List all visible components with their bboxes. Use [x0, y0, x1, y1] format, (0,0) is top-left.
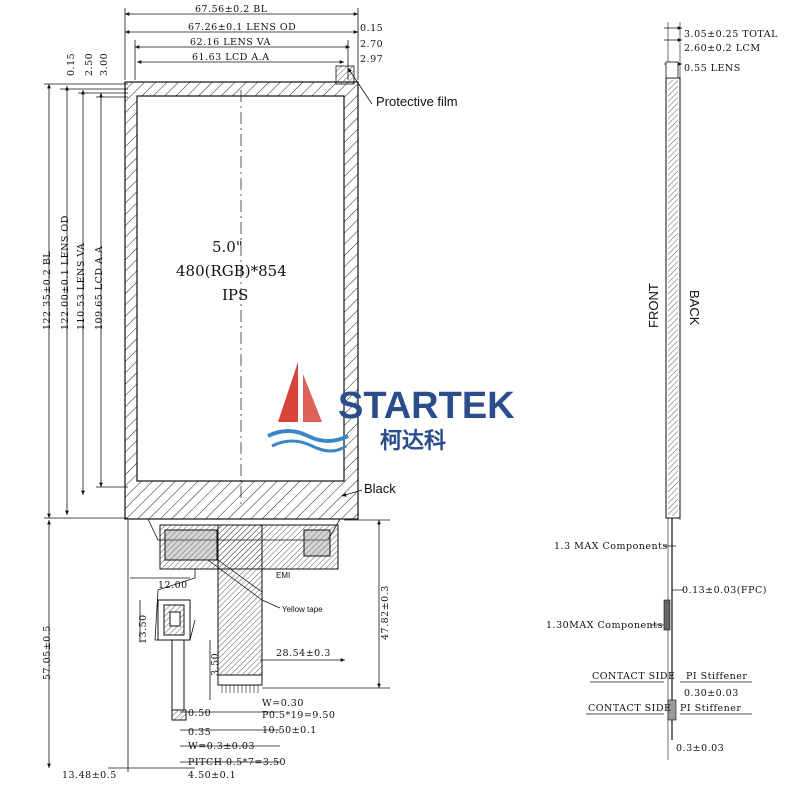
side-view: 3.05±0.25 TOTAL 2.60±0.2 LCM 0.55 LENS F… — [546, 22, 778, 760]
dim-fpc-pitch-3-5: PITCH 0.5*7=3.50 — [188, 757, 286, 768]
panel-type: IPS — [222, 286, 248, 304]
dim-lens-va-height: 110.53 LENS VA — [76, 243, 87, 330]
yellow-tape-label: Yellow tape — [282, 605, 323, 614]
dim-lcm-thickness: 2.60±0.2 LCM — [684, 43, 761, 54]
dim-top-right-2: 2.70 — [360, 39, 383, 50]
dim-fpc-w03: W=0.3±0.03 — [188, 741, 255, 752]
dim-03: 0.3±0.03 — [676, 743, 724, 754]
pi-stiffener-1: PI Stiffener — [686, 671, 747, 682]
dim-top-right-1: 0.15 — [360, 23, 383, 34]
dim-fpc-3-5: 3.50 — [210, 653, 221, 676]
dim-lens-va-width: 62.16 LENS VA — [190, 37, 271, 48]
dim-bl-width: 67.56±0.2 BL — [195, 4, 268, 15]
dim-030: 0.30±0.03 — [684, 688, 739, 699]
logo-wave-icon — [267, 429, 349, 443]
fpc-dimension-lines — [47, 519, 390, 772]
dim-lens-od-width: 67.26±0.1 LENS OD — [188, 22, 296, 33]
startek-logo: STARTEK 柯达科 — [267, 362, 515, 454]
panel-resolution: 480(RGB)*854 — [176, 262, 287, 280]
contact-side-2: CONTACT SIDE — [588, 703, 671, 714]
left-dimension-lines — [44, 83, 128, 519]
dim-lcd-aa-width: 61.63 LCD A.A — [192, 52, 270, 63]
dim-fpc-w030: W=0.30 — [262, 698, 304, 709]
panel-size: 5.0" — [212, 238, 243, 256]
protective-film-label: Protective film — [376, 94, 458, 109]
dim-fpc-12: 12.00 — [158, 580, 188, 591]
top-dimension-lines — [124, 8, 359, 80]
dim-total-thickness: 3.05±0.25 TOTAL — [684, 29, 778, 40]
emi-label: EMI — [276, 571, 290, 580]
contact-side-1: CONTACT SIDE — [592, 671, 675, 682]
dim-fpc-28: 28.54±0.3 — [276, 648, 331, 659]
dim-top-left-1: 0.15 — [66, 53, 77, 76]
fpc-thickness: 0.13±0.03(FPC) — [682, 585, 767, 596]
side-profile — [663, 61, 681, 740]
pi-stiffener-2: PI Stiffener — [680, 703, 741, 714]
dim-fpc-4-5: 4.50±0.1 — [188, 770, 236, 781]
front-view: 67.56±0.2 BL 67.26±0.1 LENS OD 62.16 LEN… — [42, 4, 458, 781]
max-components-2: 1.30MAX Components — [546, 620, 663, 631]
dim-fpc-pitch-9-5: P0.5*19=9.50 — [262, 710, 335, 721]
black-label: Black — [364, 481, 396, 496]
lcd-body — [124, 65, 359, 520]
dim-top-left-2: 2.50 — [84, 53, 95, 76]
dim-lens-od-height: 122.00±0.1 LENS OD — [60, 215, 71, 330]
logo-name: STARTEK — [338, 385, 515, 427]
dim-lcd-aa-height: 109.65 LCD A.A — [94, 246, 105, 330]
dim-top-left-3: 3.00 — [99, 53, 110, 76]
dim-lens-thickness: 0.55 LENS — [684, 63, 741, 74]
back-label: BACK — [687, 290, 702, 326]
max-components-1: 1.3 MAX Components — [554, 541, 668, 552]
dim-fpc-13-48: 13.48±0.5 — [62, 770, 117, 781]
dim-fpc-050: 0.50 — [188, 708, 211, 719]
logo-chinese: 柯达科 — [380, 428, 446, 454]
dim-fpc-13-5: 13.50 — [138, 614, 149, 644]
dim-bl-height: 122.35±0.2 BL — [42, 251, 53, 330]
dim-top-right-3: 2.97 — [360, 54, 383, 65]
fpc — [147, 518, 341, 721]
dim-fpc-10-5: 10.50±0.1 — [262, 725, 317, 736]
dim-fpc-47: 47.82±0.3 — [380, 585, 391, 640]
front-label: FRONT — [646, 283, 661, 328]
dim-fpc-035: 0.35 — [188, 727, 211, 738]
dim-fpc-57: 57.05±0.5 — [42, 625, 53, 680]
logo-sail-icon — [278, 362, 298, 422]
